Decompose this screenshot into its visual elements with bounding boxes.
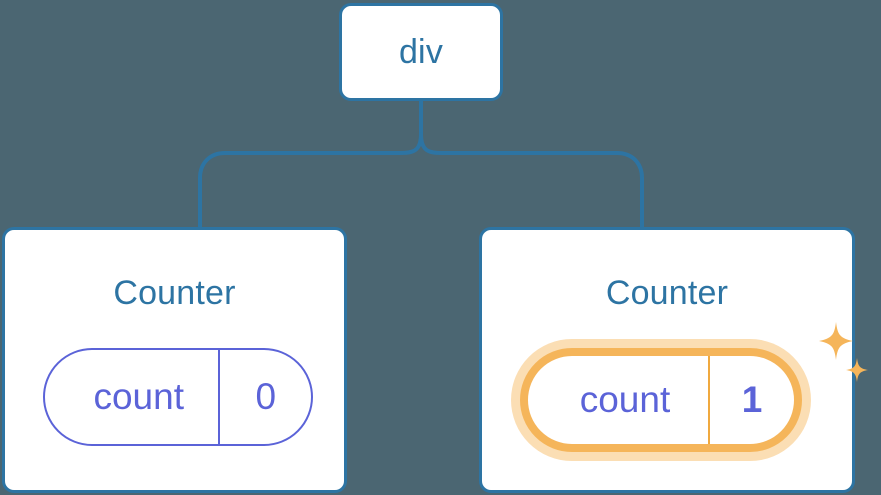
state-key-right: count: [579, 379, 671, 420]
node-counter-right-title: Counter: [605, 274, 729, 312]
state-pill-right[interactable]: count 1: [520, 348, 802, 452]
node-div[interactable]: div: [339, 3, 503, 101]
edge-root-to-counter-right: [419, 132, 644, 229]
node-counter-left-title: Counter: [113, 274, 236, 312]
sparkle-small-icon: [846, 358, 868, 382]
state-pill-left-wrapper: count 0: [43, 348, 313, 446]
sparkle-large-icon: [819, 322, 853, 360]
node-counter-left[interactable]: Counter count 0: [2, 227, 347, 493]
node-counter-right[interactable]: Counter count 1: [479, 227, 868, 493]
state-key-left: count: [93, 376, 184, 417]
node-div-label: div: [398, 32, 444, 71]
state-pill-right-wrapper: count 1: [520, 322, 868, 452]
state-pill-left[interactable]: count 0: [43, 348, 313, 446]
state-value-left: 0: [218, 350, 311, 444]
edge-root-to-counter-left: [198, 132, 423, 229]
sparkles-group: [819, 322, 868, 382]
state-value-right: 1: [708, 356, 794, 444]
